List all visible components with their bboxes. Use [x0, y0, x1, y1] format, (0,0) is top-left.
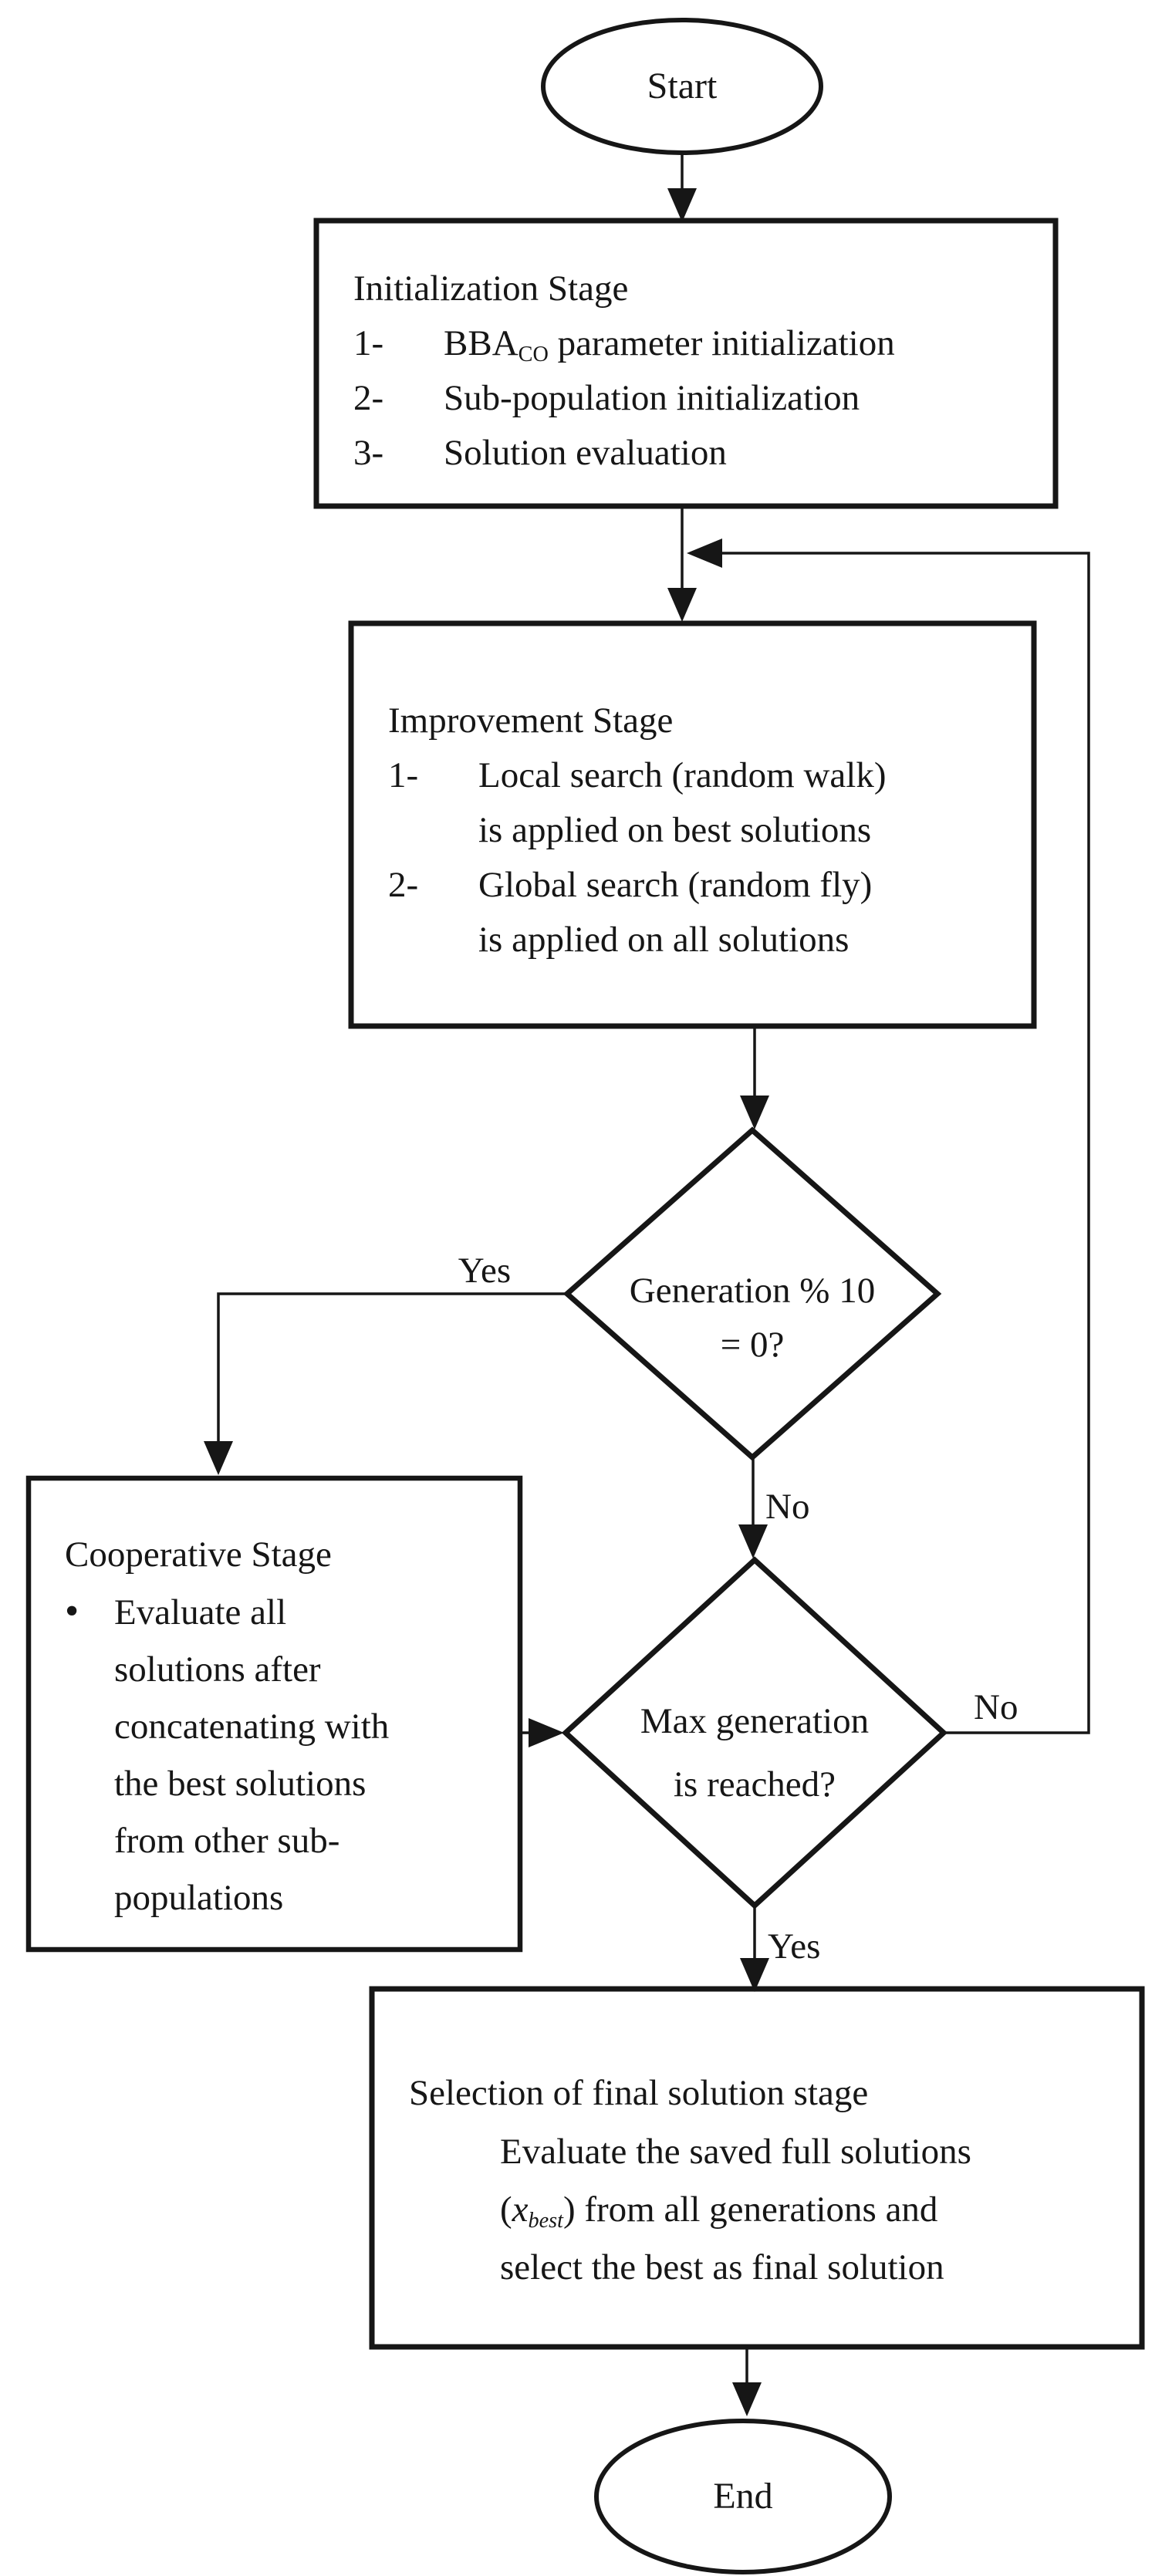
- decision1-text: Generation % 10 = 0?: [567, 1264, 937, 1372]
- cooperative-line: the best solutions: [114, 1764, 367, 1804]
- initialization-item-1: 1- BBACO parameter initialization: [353, 316, 895, 371]
- decision2-yes-label: Yes: [768, 1926, 821, 1967]
- improvement-box-shape: [348, 620, 1037, 1029]
- cooperative-line: solutions after: [114, 1649, 321, 1690]
- xbest-subscript: best: [528, 2208, 563, 2233]
- xbest-variable: x: [512, 2189, 529, 2230]
- decision2-no-label: No: [974, 1687, 1018, 1727]
- item-number: 2-: [353, 378, 384, 418]
- item-text: Solution evaluation: [444, 433, 727, 473]
- item-text: Local search (random walk): [478, 755, 887, 795]
- bbaco-subscript: CO: [518, 342, 549, 366]
- initialization-title: Initialization Stage: [353, 268, 629, 309]
- item-number: 1-: [388, 755, 419, 795]
- item-number: 2-: [388, 865, 419, 905]
- end-label: End: [713, 2476, 773, 2517]
- initialization-item-2: 2- Sub-population initialization: [353, 371, 895, 426]
- item-text: Sub-population initialization: [444, 378, 860, 418]
- selection-line2: (xbest) from all generations and: [500, 2189, 938, 2233]
- selection-title: Selection of final solution stage: [409, 2073, 869, 2113]
- improvement-item-2: 2- Global search (random fly): [388, 858, 887, 913]
- selection-box-text: Evaluate the saved full solutions (xbest…: [500, 2123, 971, 2297]
- cooperative-box-text: Cooperative Stage • Evaluate all solutio…: [65, 1526, 389, 1926]
- arrowhead-cooperative-into-decision2: [529, 1718, 564, 1747]
- cooperative-line: concatenating with: [114, 1707, 390, 1747]
- decision1-line2: = 0?: [720, 1325, 785, 1365]
- improvement-title: Improvement Stage: [388, 701, 674, 741]
- edge-yes-to-cooperative: [217, 1292, 567, 1470]
- cooperative-title: Cooperative Stage: [65, 1534, 332, 1575]
- initialization-box-text: Initialization Stage 1- BBACO parameter …: [353, 262, 895, 481]
- improvement-item-2-cont: is applied on all solutions: [478, 920, 850, 960]
- bullet-icon: •: [65, 1589, 79, 1633]
- cooperative-bullet-item: • Evaluate all: [65, 1583, 389, 1641]
- initialization-item-3: 3- Solution evaluation: [353, 426, 895, 481]
- improvement-item-1: 1- Local search (random walk): [388, 748, 887, 803]
- selection-box-shape: [369, 1986, 1145, 2350]
- start-label: Start: [647, 66, 718, 106]
- selection-line3: select the best as final solution: [500, 2247, 944, 2287]
- item-number: 1-: [353, 323, 384, 363]
- decision2-line1: Max generation: [640, 1701, 870, 1741]
- decision1-line1: Generation % 10: [629, 1271, 876, 1311]
- connector-lines: [217, 153, 1090, 2413]
- arrowhead-into-init: [667, 188, 697, 222]
- arrowhead-into-cooperative: [204, 1441, 233, 1475]
- improvement-box-text: Improvement Stage 1- Local search (rando…: [388, 694, 887, 967]
- cooperative-box-shape: [25, 1475, 523, 1953]
- decision1-yes-label: Yes: [458, 1251, 512, 1291]
- cooperative-line: populations: [114, 1878, 284, 1918]
- decision2-line2: is reached?: [673, 1764, 836, 1805]
- decision1-no-label: No: [765, 1487, 810, 1527]
- decision1-diamond-shape: [562, 1126, 942, 1461]
- arrowhead-into-decision2: [738, 1524, 768, 1558]
- decision2-diamond-shape: [561, 1556, 948, 1909]
- improvement-item-1-cont: is applied on best solutions: [478, 810, 872, 850]
- arrowhead-into-decision1: [740, 1096, 769, 1129]
- arrowhead-into-end: [732, 2382, 762, 2416]
- arrowhead-into-improvement: [667, 588, 697, 622]
- arrowhead-feedback-junction: [687, 538, 722, 568]
- item-text: BBACO parameter initialization: [444, 323, 895, 366]
- arrowheads: [204, 188, 769, 2416]
- start-terminator-shape: [541, 18, 823, 155]
- cooperative-line: from other sub-: [114, 1821, 340, 1861]
- edge-no-feedback-loop: [719, 552, 1090, 1734]
- arrowhead-into-selection: [740, 1958, 769, 1992]
- initialization-box-shape: [313, 218, 1059, 509]
- item-number: 3-: [353, 433, 384, 473]
- end-terminator-shape: [594, 2419, 892, 2574]
- decision2-text: Max generation is reached?: [566, 1690, 944, 1816]
- item-text: Global search (random fly): [478, 865, 873, 905]
- selection-line1: Evaluate the saved full solutions: [500, 2132, 971, 2172]
- bullet-item-text: Evaluate all: [114, 1592, 287, 1632]
